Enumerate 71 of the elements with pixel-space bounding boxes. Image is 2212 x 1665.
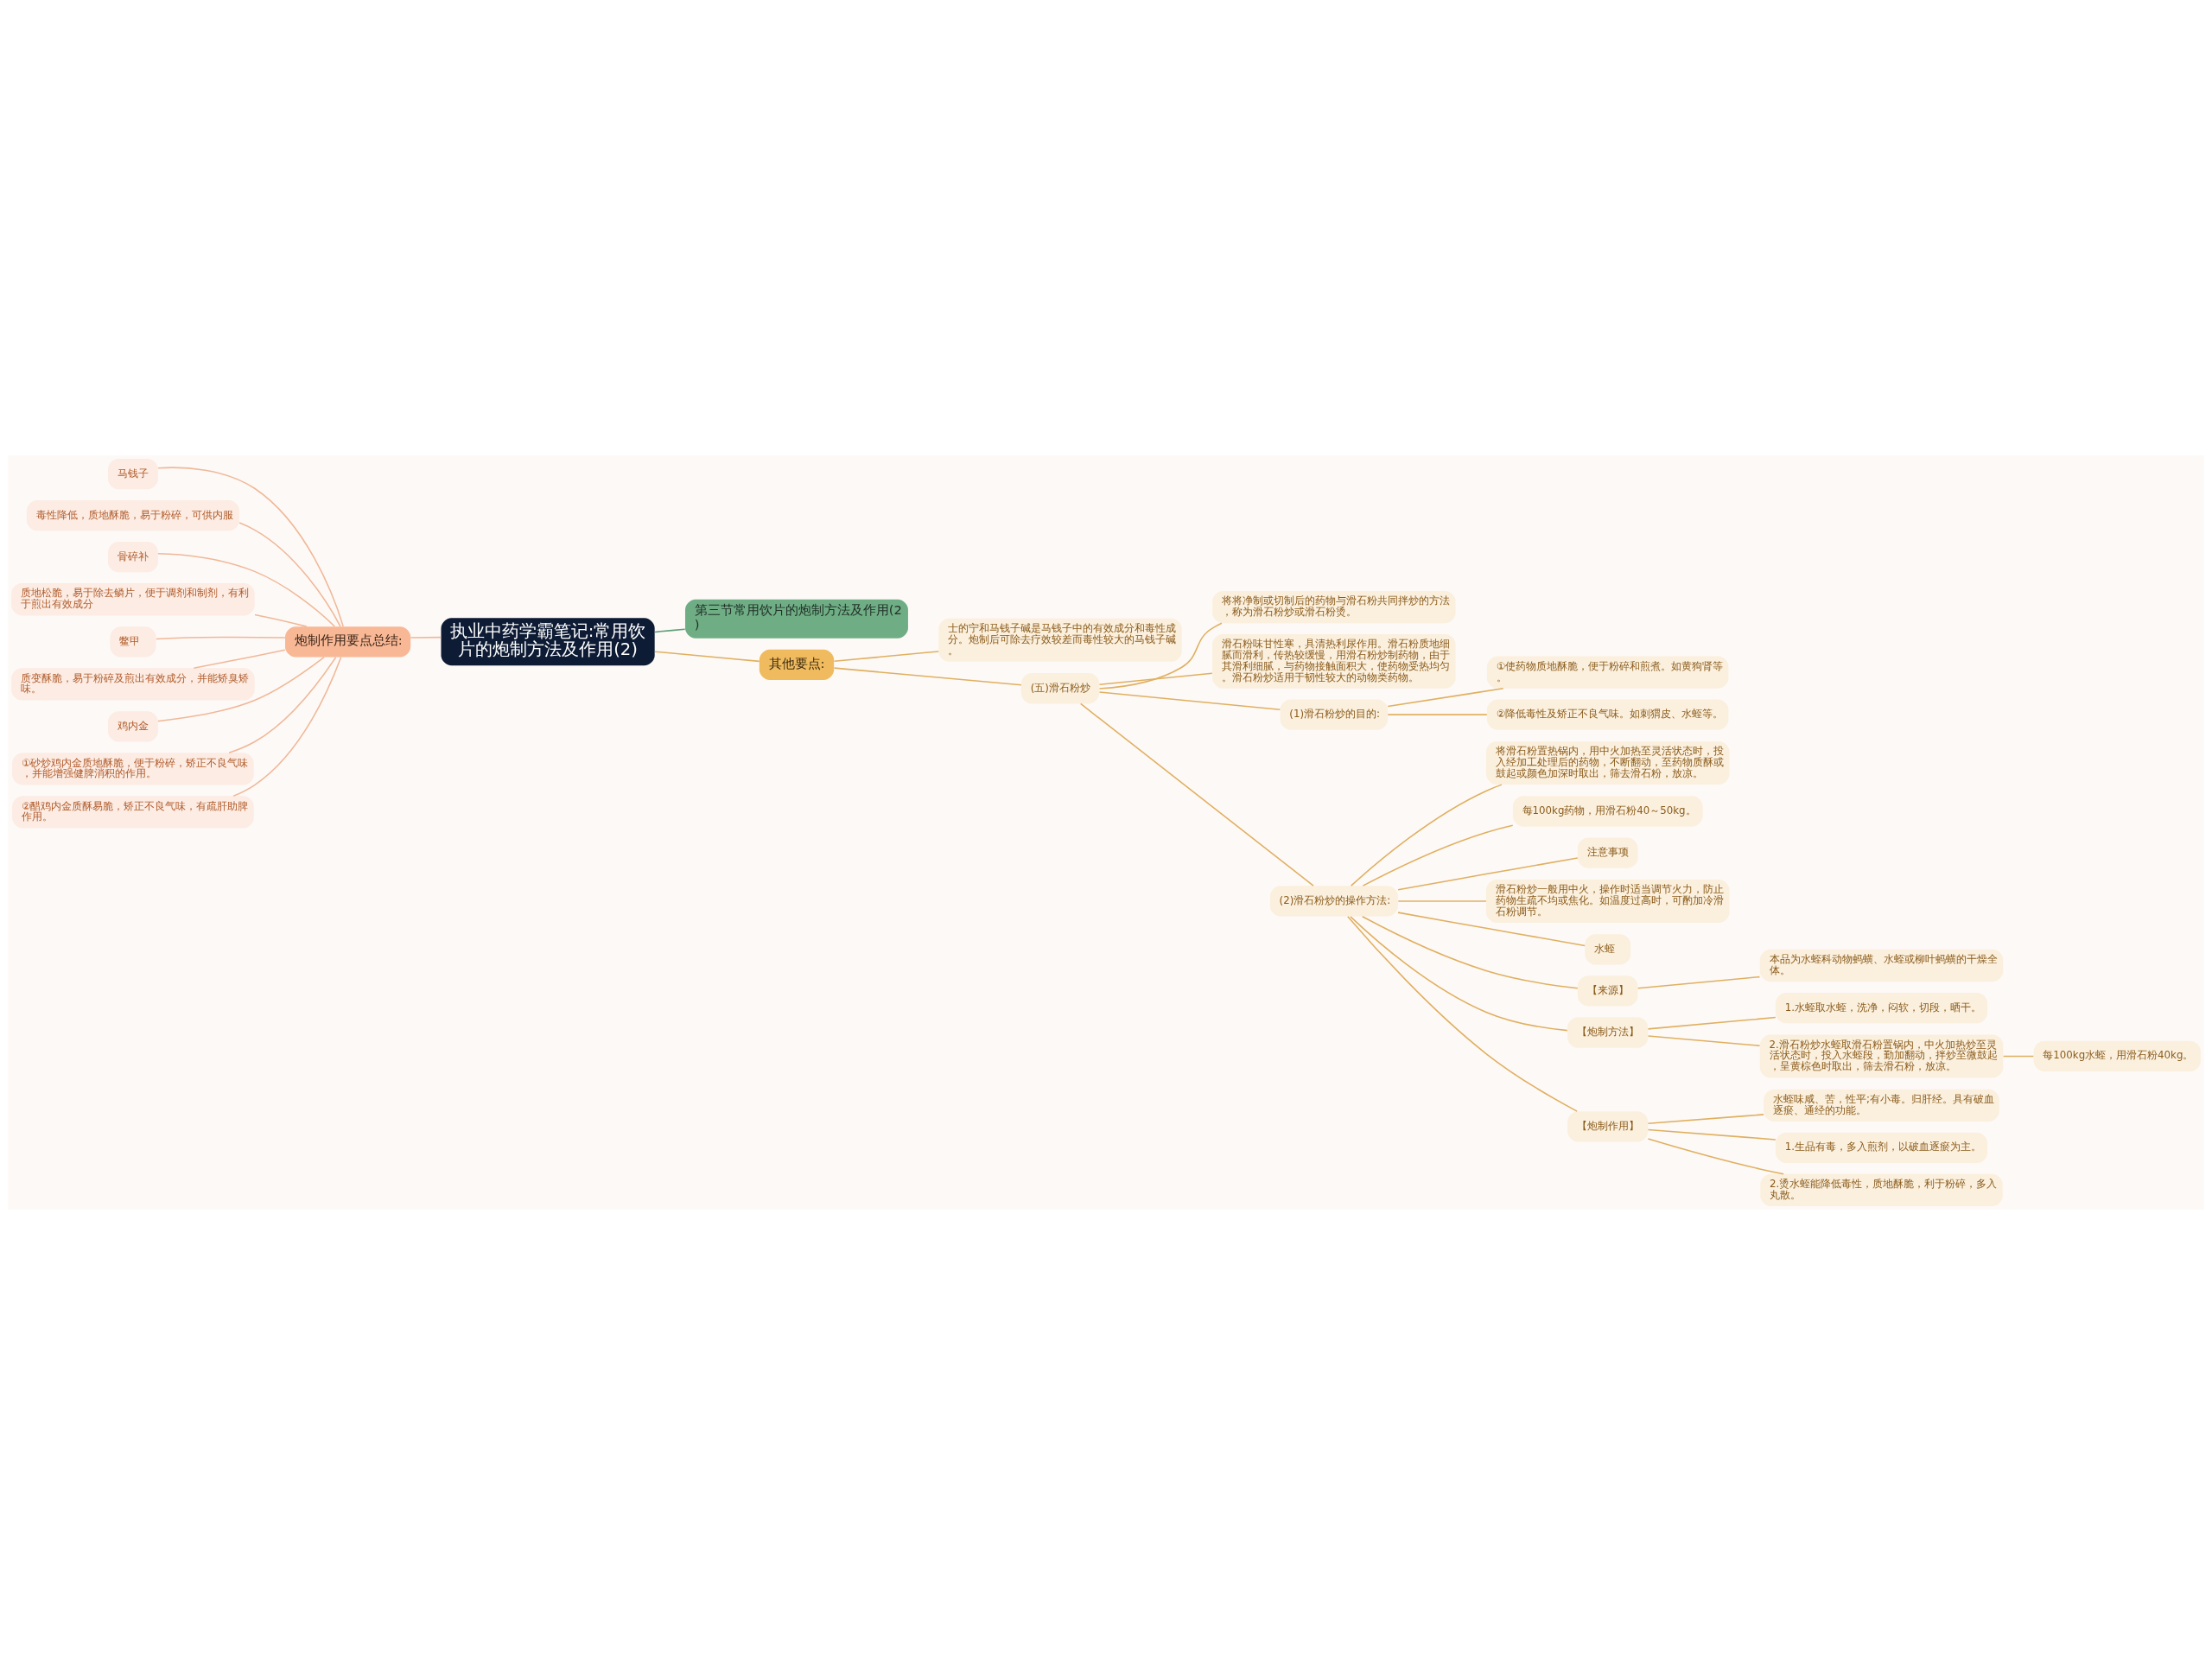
node-box: (1)滑石粉炒的目的:	[1280, 699, 1389, 730]
node-box: 2.滑石粉炒水蛭取滑石粉置锅内，中火加热炒至灵活状态时，投入水蛭段，勤加翻动，拌炒至微鼓起，呈黄棕色时取出，筛去滑石粉，放凉。	[1759, 1034, 2004, 1078]
node-box: 将滑石粉置热锅内，用中火加热至灵活状态时，投入经加工处理后的药物，不断翻动，至药物质酥或鼓起或颜色加深时取出，筛去滑石粉，放凉。	[1485, 741, 1730, 785]
connector	[1397, 857, 1579, 891]
node-box: 士的宁和马钱子碱是马钱子中的有效成分和毒性成分。炮制后可除去疗效较差而毒性较大的马钱子碱。	[938, 618, 1182, 662]
node-box: 2.烫水蛭能降低毒性，质地酥脆，利于粉碎，多入丸散。	[1760, 1173, 2003, 1207]
connector	[1098, 672, 1213, 686]
connector	[1387, 688, 1504, 708]
node-box: 注意事项	[1577, 837, 1638, 868]
connector	[157, 656, 325, 722]
connector	[654, 628, 686, 633]
connector	[228, 657, 337, 753]
node-box: 执业中药学霸笔记:常用饮片的炮制方法及作用(2)	[441, 618, 655, 666]
node-box: 马钱子	[108, 458, 158, 490]
connector	[410, 636, 442, 639]
connector	[157, 552, 336, 627]
connector	[156, 636, 286, 640]
node-box: 【来源】	[1577, 975, 1638, 1007]
node-box: 水蛭味咸、苦，性平;有小毒。归肝经。具有破血逐瘀、通经的功能。	[1764, 1089, 1999, 1122]
connector	[1346, 915, 1578, 1112]
connector	[1362, 824, 1514, 887]
connector	[1647, 1035, 1761, 1047]
connector	[1350, 916, 1568, 1032]
node-box: 每100kg水蛭，用滑石粉40kg。	[2033, 1040, 2201, 1072]
connector	[238, 522, 341, 627]
connector	[1647, 1138, 1784, 1175]
connector	[1098, 691, 1281, 710]
node-box: 第三节常用饮片的炮制方法及作用(2)	[685, 599, 908, 639]
node-box: (2)滑石粉炒的操作方法:	[1269, 886, 1398, 917]
connector	[1350, 784, 1503, 887]
connector	[1079, 702, 1314, 887]
node-box: 【炮制方法】	[1567, 1017, 1649, 1048]
connector	[232, 656, 342, 797]
connector	[193, 649, 286, 669]
connector	[157, 467, 344, 627]
connector	[1637, 975, 1761, 989]
node-box: 骨碎补	[108, 542, 158, 573]
connector	[833, 651, 939, 663]
node-box: 其他要点:	[759, 649, 835, 680]
connector	[2002, 1055, 2035, 1058]
connector	[254, 613, 308, 627]
connector	[1098, 622, 1223, 690]
node-box: 每100kg药物，用滑石粉40～50kg。	[1512, 796, 1703, 827]
node-box: 鸡内金	[108, 711, 158, 742]
node-box: 1.水蛭取水蛭，洗净，闷软，切段，晒干。	[1775, 992, 1988, 1024]
connector	[1647, 1128, 1777, 1141]
node-box: ①使药物质地酥脆，便于粉碎和煎煮。如黄狗肾等。	[1486, 656, 1729, 689]
node-box: 水蛭	[1585, 934, 1631, 965]
node-box: 将将净制或切制后的药物与滑石粉共同拌炒的方法，称为滑石粉炒或滑石粉烫。	[1212, 590, 1456, 624]
node-box: 滑石粉味甘性寒，具清热利尿作用。滑石粉质地细腻而滑利，传热较缓慢，用滑石粉炒制药物，由于其滑利细腻，与药物接触面积大，使药物受热均匀。滑石粉炒适用于韧性较大的动物类药物。	[1212, 633, 1456, 689]
connector	[1361, 915, 1579, 989]
node-box: 毒性降低，质地酥脆，易于粉碎，可供内服	[26, 500, 240, 531]
node-box: (五)滑石粉炒	[1020, 673, 1100, 704]
connector	[654, 651, 760, 663]
connector	[1397, 900, 1487, 902]
connector	[833, 667, 1022, 686]
node-box: 【炮制作用】	[1567, 1111, 1649, 1142]
node-box: 本品为水蛭科动物蚂蟥、水蛭或柳叶蚂蟥的干燥全体。	[1759, 949, 2004, 982]
connector	[1647, 1114, 1764, 1125]
connector	[1647, 1016, 1777, 1030]
connector	[1387, 714, 1488, 715]
connector	[1397, 912, 1586, 947]
node-box: 鳖甲	[110, 626, 156, 658]
node-box: 质变酥脆，易于粉碎及煎出有效成分，并能矫臭矫味。	[11, 668, 255, 701]
node-box: 滑石粉炒一般用中火，操作时适当调节火力，防止药物生疏不均或焦化。如温度过高时，可酌加冷滑石粉调节。	[1485, 879, 1730, 923]
node-box: ②降低毒性及矫正不良气味。如刺猬皮、水蛭等。	[1486, 699, 1729, 730]
node-box: 质地松脆，易于除去鳞片，便于调剂和制剂，有利于煎出有效成分	[11, 583, 255, 616]
node-box: 炮制作用要点总结:	[285, 626, 411, 658]
node-box: ①砂炒鸡内金质地酥脆，便于粉碎，矫正不良气味，并能增强健脾消积的作用。	[12, 753, 254, 785]
node-box: 1.生品有毒，多入煎剂，以破血逐瘀为主。	[1775, 1132, 1988, 1164]
node-box: ②醋鸡内金质酥易脆，矫正不良气味，有疏肝助脾作用。	[12, 796, 254, 829]
